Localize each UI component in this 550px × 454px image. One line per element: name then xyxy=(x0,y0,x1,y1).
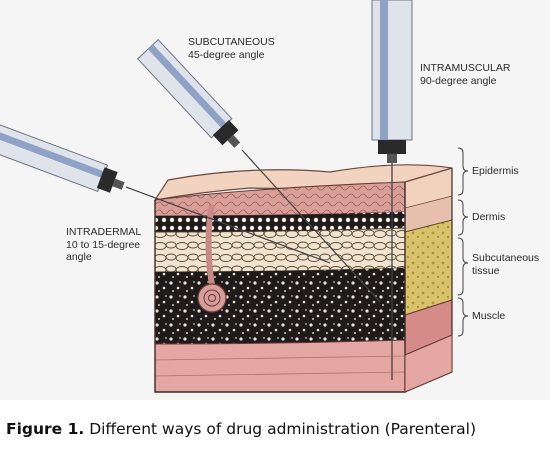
intradermal-angle-cont: angle xyxy=(66,251,92,263)
subcutaneous-angle: 45-degree angle xyxy=(188,48,265,61)
gland-structure xyxy=(197,204,227,313)
subcutaneous-tissue-label: Subcutaneous tissue xyxy=(472,252,540,277)
dermis-label: Dermis xyxy=(472,211,506,223)
subcutaneous-title: SUBCUTANEOUS xyxy=(188,36,275,48)
subcutaneous-syringe xyxy=(136,39,381,303)
layer-brackets xyxy=(457,147,469,337)
epidermis-label: Epidermis xyxy=(472,165,519,177)
muscle-label: Muscle xyxy=(472,310,506,322)
intramuscular-syringe xyxy=(371,0,413,380)
skin-cross-section-diagram xyxy=(0,0,469,393)
figure-caption: Figure 1. Different ways of drug adminis… xyxy=(6,420,550,438)
block-front-face xyxy=(154,168,453,393)
intradermal-label: INTRADERMAL 10 to 15-degree angle xyxy=(66,226,141,264)
intradermal-title: INTRADERMAL xyxy=(66,226,142,238)
intramuscular-title: INTRAMUSCULAR xyxy=(420,62,511,74)
figure: SUBCUTANEOUS 45-degree angle INTRAMUSCUL… xyxy=(0,0,540,393)
intradermal-syringe xyxy=(0,117,331,264)
caption-text: Different ways of drug administration (P… xyxy=(84,420,477,438)
intramuscular-label: INTRAMUSCULAR 90-degree angle xyxy=(420,62,510,87)
intradermal-angle: 10 to 15-degree xyxy=(66,238,141,251)
intramuscular-angle: 90-degree angle xyxy=(420,74,497,87)
caption-label: Figure 1. xyxy=(6,420,85,438)
subcutaneous-label: SUBCUTANEOUS 45-degree angle xyxy=(188,36,275,61)
block-side-face xyxy=(404,167,453,356)
